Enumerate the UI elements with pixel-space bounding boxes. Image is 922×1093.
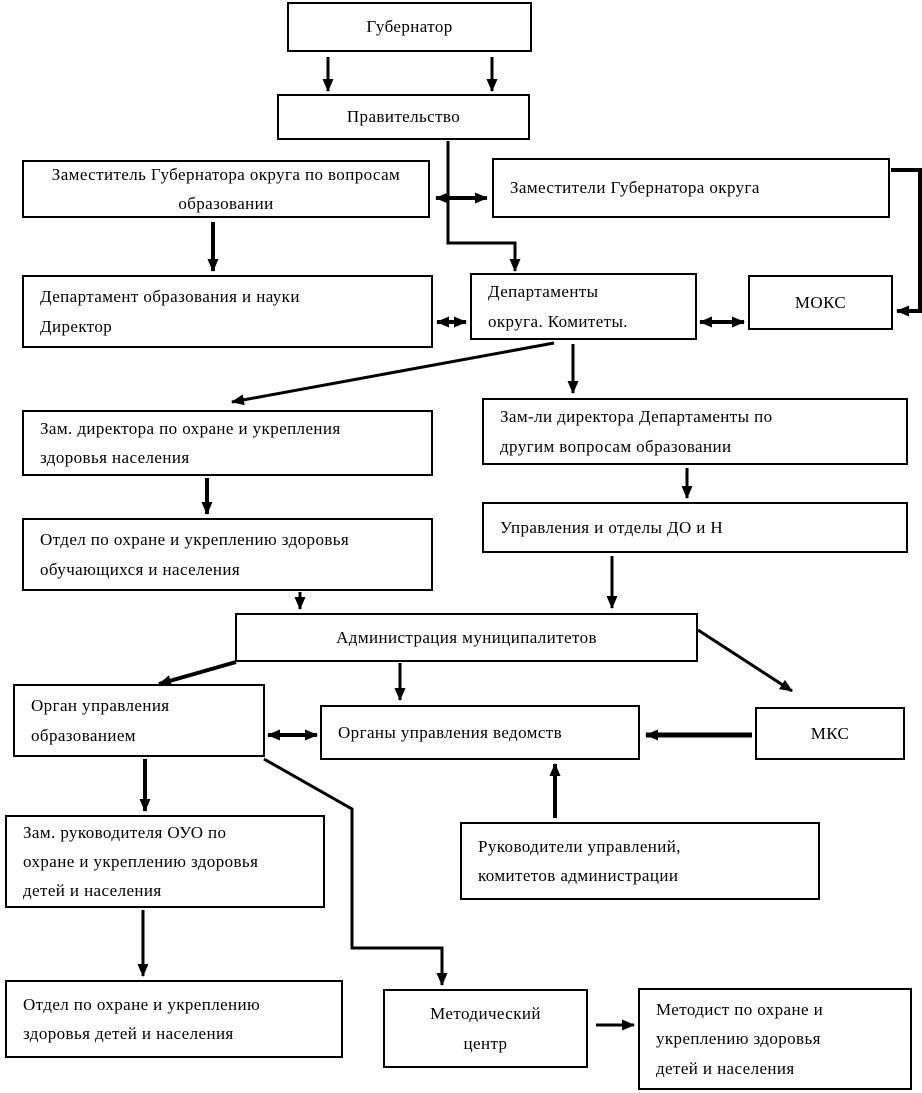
org-box-label: Заместитель Губернатора округа по вопрос…	[51, 164, 401, 213]
org-box-label: Отдел по охране и укреплению здоровья об…	[40, 530, 350, 579]
org-box-label: Губернатор	[366, 17, 453, 37]
org-box-organy-vedomstv: Органы управления ведомств	[320, 705, 640, 760]
org-box-organ-upravleniya: Орган управления образованием	[13, 684, 265, 757]
connector-administraciya-to-organ	[158, 660, 237, 686]
org-box-label: Орган управления образованием	[31, 696, 170, 745]
org-box-zam-gubernatora-obrazovanie: Заместитель Губернатора округа по вопрос…	[22, 160, 430, 218]
org-box-zam-direktora-ohrana: Зам. директора по охране и укрепления зд…	[22, 410, 433, 476]
org-box-otdel-ohrana-obuch: Отдел по охране и укреплению здоровья об…	[22, 518, 433, 591]
org-box-label: Правительство	[346, 107, 461, 127]
org-box-mks: МКС	[755, 707, 905, 760]
org-box-label: Руководители управлений, комитетов админ…	[478, 836, 681, 885]
org-box-label: Заместители Губернатора округа	[510, 178, 760, 198]
connector-zamestiteli-to-moks	[891, 168, 922, 317]
org-box-zamestiteli-gubernatora: Заместители Губернатора округа	[492, 158, 890, 218]
connector-organ-to-metodcentr	[263, 757, 448, 986]
org-box-moks: МОКС	[748, 275, 893, 330]
org-box-departamenty-okruga: Департаменты округа. Комитеты.	[470, 273, 697, 340]
org-box-label: Зам. руководителя ОУО по охране и укрепл…	[23, 822, 259, 901]
connector-administraciya-to-mks	[697, 628, 793, 693]
connector-pravitelstvo-to-departamenty	[446, 141, 521, 272]
org-box-upravleniya-otdely: Управления и отделы ДО и Н	[482, 502, 908, 553]
org-box-metodist: Методист по охране и укреплению здоровья…	[638, 988, 912, 1090]
org-box-label: Отдел по охране и укреплению здоровья де…	[23, 994, 261, 1043]
org-box-label: МКС	[810, 723, 850, 743]
org-box-zam-li-direktora: Зам-ли директора Департаменты по другим …	[482, 398, 908, 465]
org-box-zam-rukovoditelya-ouo: Зам. руководителя ОУО по охране и укрепл…	[5, 815, 325, 908]
org-box-label: Методический центр	[430, 1004, 541, 1053]
org-box-administraciya: Администрация муниципалитетов	[235, 613, 698, 662]
connector-group	[137, 57, 922, 1031]
org-box-departament-obrazovaniya: Департамент образования и науки Директор	[22, 275, 433, 348]
org-box-label: Департаменты округа. Комитеты.	[488, 282, 628, 331]
org-box-label: Органы управления ведомств	[338, 722, 563, 742]
org-box-label: МОКС	[794, 292, 847, 312]
connector-departamenty-to-zamdirektora	[231, 341, 555, 406]
org-box-label: Управления и отделы ДО и Н	[500, 517, 724, 537]
org-box-label: Зам. директора по охране и укрепления зд…	[40, 418, 341, 467]
org-box-label: Администрация муниципалитетов	[336, 627, 597, 647]
org-box-label: Департамент образования и науки Директор	[40, 287, 300, 336]
org-box-pravitelstvo: Правительство	[277, 94, 530, 140]
org-box-gubernator: Губернатор	[287, 2, 532, 52]
org-box-label: Зам-ли директора Департаменты по другим …	[500, 407, 773, 456]
org-box-label: Методист по охране и укреплению здоровья…	[656, 1000, 824, 1078]
org-box-otdel-ohrana-detey: Отдел по охране и укреплению здоровья де…	[5, 980, 343, 1058]
org-box-rukovoditeli-upravleniy: Руководители управлений, комитетов админ…	[460, 822, 820, 900]
org-box-metodicheskiy-centr: Методический центр	[383, 989, 588, 1068]
